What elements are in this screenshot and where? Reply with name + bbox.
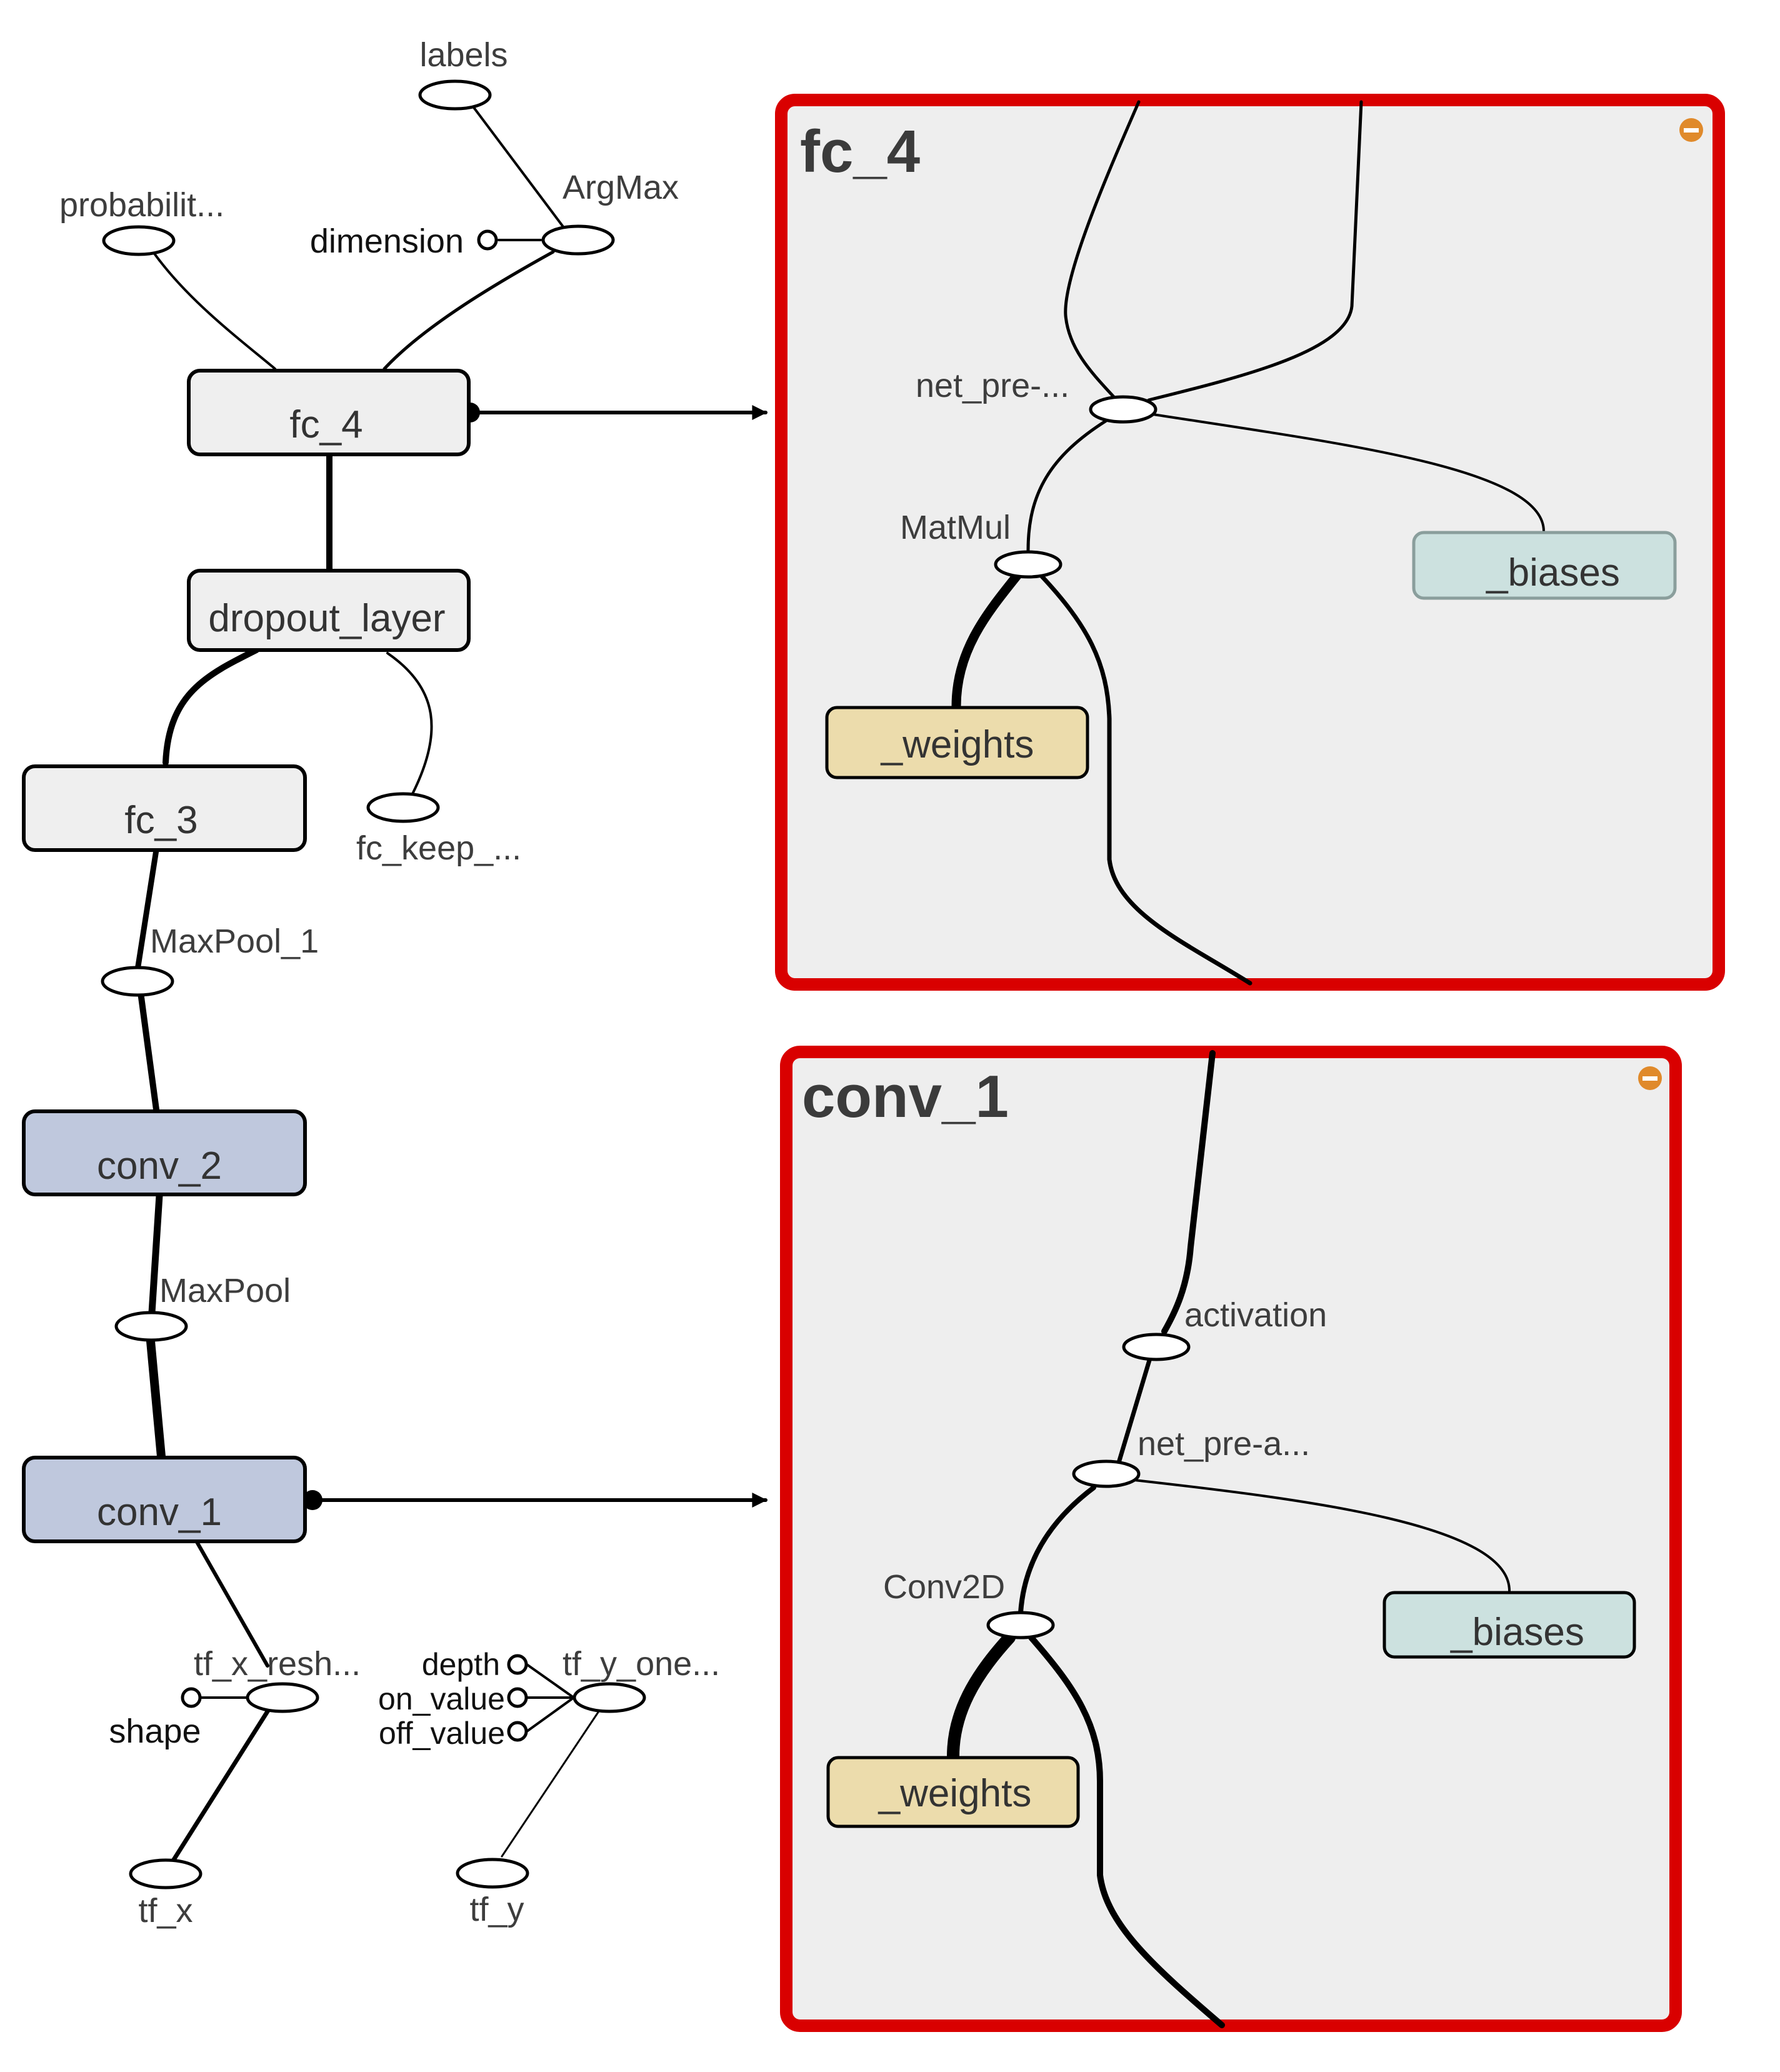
- fc4-expanded-panel: fc_4 net_pre-... MatMul _weights _biases: [775, 94, 1725, 991]
- edge-onehot-tfy: [501, 1708, 601, 1858]
- fc4-weights-node[interactable]: [825, 706, 1089, 779]
- argmax-label: ArgMax: [562, 169, 679, 206]
- conv1-label: conv_1: [97, 1491, 222, 1534]
- conv1-edge-in: [1161, 1050, 1216, 1334]
- fc4-net-pre-node[interactable]: [1089, 395, 1158, 424]
- fc4-scope[interactable]: [187, 369, 471, 456]
- dropout-layer-scope[interactable]: [187, 569, 471, 652]
- conv2-scope[interactable]: [22, 1109, 307, 1196]
- conv1-edge-conv2d-out: [1028, 1634, 1225, 2028]
- labels-label: labels: [419, 36, 508, 74]
- edge-dropout-fc3: [162, 647, 259, 766]
- conv1-edge-activation-netpre: [1116, 1356, 1152, 1465]
- maxpool-1-label: MaxPool_1: [150, 923, 319, 960]
- edge-depth-onehot: [526, 1663, 575, 1699]
- tf-y-onehot-label: tf_y_one...: [562, 1645, 720, 1683]
- edge-conv1-reshape: [195, 1540, 269, 1668]
- conv1-conv2d-node[interactable]: [986, 1611, 1055, 1639]
- tf-x-reshape-node[interactable]: [246, 1682, 319, 1713]
- tf-y-label: tf_y: [469, 1891, 524, 1928]
- fc4-edge-matmul-out: [1038, 573, 1252, 986]
- edge-argmax-fc4: [382, 250, 555, 371]
- maxpool-node[interactable]: [114, 1311, 188, 1342]
- dimension-label: dimension: [310, 223, 464, 260]
- conv1-weights-label: _weights: [878, 1772, 1032, 1815]
- conv2-label: conv_2: [97, 1144, 222, 1188]
- conv1-activation-node[interactable]: [1122, 1333, 1191, 1361]
- fc4-edge-matmul-weights: [951, 570, 1022, 711]
- conv1-weights-node[interactable]: [826, 1756, 1080, 1828]
- maxpool-label: MaxPool: [159, 1272, 291, 1309]
- probabilities-node[interactable]: [102, 225, 176, 256]
- edge-fc3-maxpool1: [134, 847, 159, 973]
- conv1-edge-netpre-biases: [1133, 1479, 1511, 1592]
- conv1-biases-label: _biases: [1450, 1611, 1584, 1654]
- on-value-const[interactable]: [507, 1687, 528, 1708]
- conv1-activation-label: activation: [1184, 1296, 1327, 1334]
- fc3-label: fc_3: [124, 799, 198, 842]
- tf-y-node[interactable]: [456, 1858, 529, 1889]
- on-value-label: on_value: [378, 1681, 505, 1716]
- fc4-matmul-node[interactable]: [994, 550, 1062, 579]
- conv1-net-pre-label: net_pre-a...: [1138, 1425, 1310, 1463]
- conv1-net-pre-node[interactable]: [1072, 1459, 1141, 1488]
- fc3-scope[interactable]: [22, 764, 307, 852]
- off-value-label: off_value: [379, 1716, 505, 1751]
- conv1-edge-netpre-conv2d: [1018, 1485, 1096, 1615]
- edge-conv2-maxpool: [148, 1192, 163, 1316]
- tf-x-node[interactable]: [129, 1858, 202, 1889]
- tf-y-onehot-node[interactable]: [572, 1682, 646, 1713]
- edge-probabilities-fc4: [152, 251, 276, 370]
- conv1-scope[interactable]: [22, 1456, 307, 1543]
- tf-x-label: tf_x: [138, 1892, 192, 1929]
- edge-labels-argmax: [472, 106, 567, 231]
- off-value-const[interactable]: [507, 1721, 528, 1742]
- shape-label: shape: [109, 1713, 201, 1750]
- edge-dropout-fckeep: [386, 652, 433, 795]
- edge-maxpool-conv1: [146, 1330, 166, 1461]
- fc4-biases-node[interactable]: [1412, 531, 1677, 600]
- depth-label: depth: [422, 1647, 500, 1682]
- conv1-panel-frame: [780, 1046, 1682, 2032]
- conv1-panel-title: conv_1: [802, 1063, 1009, 1130]
- edge-offvalue-onehot: [526, 1696, 575, 1733]
- fc4-matmul-label: MatMul: [900, 509, 1011, 546]
- dropout-layer-label: dropout_layer: [208, 597, 445, 640]
- fc4-edge-netpre-matmul: [1026, 419, 1108, 552]
- conv1-expanded-panel: conv_1 activation net_pre-a... Conv2D _w…: [780, 1046, 1682, 2032]
- main-graph: labels ArgMax dimension probabilit... fc…: [22, 36, 768, 1929]
- conv1-biases-node[interactable]: [1382, 1591, 1636, 1659]
- conv1-conv2d-label: Conv2D: [883, 1568, 1005, 1606]
- fc4-edge-in-left: [1064, 100, 1141, 399]
- fc4-weights-label: _weights: [881, 723, 1034, 766]
- conv1-link-dot: [302, 1490, 322, 1510]
- fc4-collapse-icon[interactable]: [1679, 118, 1703, 142]
- probabilities-label: probabilit...: [59, 186, 224, 224]
- tf-x-reshape-label: tf_x_resh...: [194, 1645, 361, 1683]
- depth-const[interactable]: [507, 1654, 528, 1675]
- fc4-panel-title: fc_4: [800, 118, 920, 185]
- fc4-label: fc_4: [289, 403, 362, 446]
- maxpool-1-node[interactable]: [101, 966, 174, 997]
- conv1-edge-conv2d-weights: [947, 1631, 1016, 1763]
- fc4-edge-in-right: [1147, 100, 1363, 402]
- fc4-net-pre-label: net_pre-...: [916, 367, 1069, 404]
- shape-const[interactable]: [181, 1687, 202, 1708]
- fc4-edge-netpre-biases: [1152, 413, 1545, 533]
- labels-node[interactable]: [418, 79, 492, 111]
- fc-keep-node[interactable]: [366, 792, 440, 823]
- fc4-biases-label: _biases: [1486, 551, 1620, 594]
- fc-keep-label: fc_keep_...: [356, 829, 521, 867]
- edge-maxpool1-conv2: [138, 989, 159, 1113]
- dimension-const[interactable]: [477, 229, 498, 251]
- conv1-collapse-icon[interactable]: [1638, 1066, 1662, 1090]
- edge-reshape-tfx: [169, 1707, 271, 1865]
- argmax-node[interactable]: [541, 224, 615, 256]
